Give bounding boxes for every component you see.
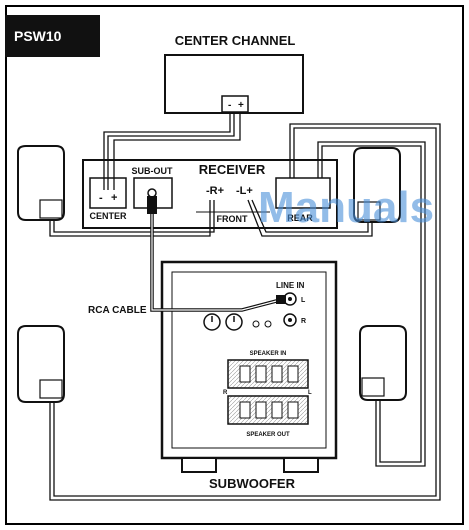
speaker-in-label: SPEAKER IN bbox=[250, 351, 287, 357]
speaker-wires bbox=[49, 112, 441, 501]
rca-cable bbox=[147, 196, 286, 312]
sub-side-l-label: L bbox=[308, 390, 312, 396]
line-in-l-label: L bbox=[301, 297, 306, 304]
rca-cable-label: RCA CABLE bbox=[88, 305, 147, 316]
speaker-out-terminals bbox=[227, 395, 309, 425]
center-channel-title: CENTER CHANNEL bbox=[175, 33, 296, 48]
sub-out-jack bbox=[147, 188, 157, 198]
front-right-speaker bbox=[353, 147, 401, 223]
center-terminal-plus: + bbox=[111, 192, 117, 204]
subwoofer-title: SUBWOOFER bbox=[209, 476, 296, 491]
rear-terminal-label: REAR bbox=[287, 213, 313, 223]
subwoofer-unit: LINE IN L R SPEAKER IN R L SPEAKE bbox=[160, 260, 338, 473]
watermark: Manuals bbox=[258, 183, 434, 232]
sub-out-label: SUB-OUT bbox=[132, 166, 173, 176]
front-terminal-label: FRONT bbox=[217, 214, 248, 224]
power-led bbox=[252, 320, 260, 328]
speaker-out-label: SPEAKER OUT bbox=[246, 432, 290, 438]
center-minus-label: - bbox=[228, 100, 231, 111]
speaker-in-terminals bbox=[227, 359, 309, 389]
sub-side-r-label: R bbox=[223, 390, 228, 396]
center-plus-label: + bbox=[238, 100, 244, 111]
rear-right-speaker bbox=[359, 325, 407, 401]
center-terminal-minus: - bbox=[99, 192, 103, 204]
front-right-label: -R+ bbox=[206, 185, 224, 197]
receiver-title: RECEIVER bbox=[199, 162, 266, 177]
center-terminal-label: CENTER bbox=[89, 211, 127, 221]
line-in-label: LINE IN bbox=[276, 281, 305, 290]
front-left-speaker bbox=[17, 145, 65, 221]
center-channel-speaker: - + bbox=[164, 54, 304, 114]
line-in-r-label: R bbox=[301, 318, 306, 325]
model-tag: PSW10 bbox=[5, 15, 100, 57]
rear-left-speaker bbox=[17, 325, 65, 403]
phase-switch bbox=[264, 320, 272, 328]
front-left-label: -L+ bbox=[236, 185, 253, 197]
